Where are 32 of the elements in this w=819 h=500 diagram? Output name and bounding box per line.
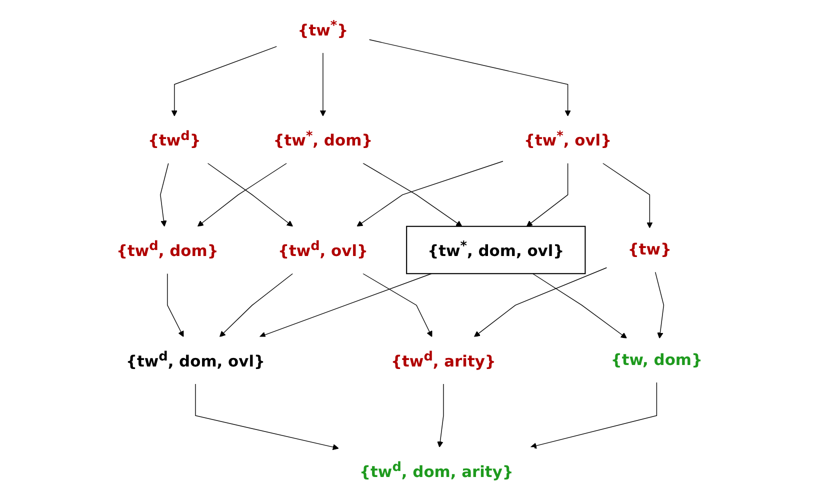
arrow	[368, 39, 571, 116]
arrow	[474, 267, 608, 338]
arrow	[532, 273, 627, 339]
arrow	[362, 273, 432, 338]
node-box: {tw$^{*}$, dom, ovl}	[406, 226, 586, 274]
arrow	[219, 273, 294, 338]
arrow	[171, 46, 278, 116]
node-text: {tw, dom}	[610, 352, 702, 370]
arrow	[530, 382, 658, 449]
node-text: {tw$^{d}$, ovl}	[278, 239, 368, 260]
arrow	[526, 162, 568, 227]
node-text: {tw$^{d}$}	[148, 128, 201, 150]
node-text: {tw$^{d}$, arity}	[391, 349, 496, 371]
node-text: {tw$^{d}$, dom}	[116, 239, 218, 260]
node-text: {tw$^{d}$, dom, ovl}	[126, 349, 265, 371]
arrow	[356, 160, 504, 227]
arrow	[362, 162, 462, 227]
arrow	[320, 52, 326, 116]
node-text: {tw$^{*}$}	[298, 18, 348, 40]
node-text: {tw$^{d}$, dom, arity}	[360, 460, 514, 482]
arrow	[437, 384, 444, 448]
node-text: {tw$^{*}$, ovl}	[524, 128, 612, 150]
arrow	[654, 272, 664, 339]
arrow	[197, 162, 288, 227]
arrow	[167, 273, 184, 338]
arrow	[195, 384, 339, 450]
arrow	[207, 162, 293, 227]
node-text: {tw$^{*}$, dom}	[273, 128, 373, 150]
arrow	[602, 162, 653, 228]
node-text: {tw}	[628, 241, 672, 259]
arrow	[259, 273, 432, 338]
arrow	[160, 162, 169, 227]
